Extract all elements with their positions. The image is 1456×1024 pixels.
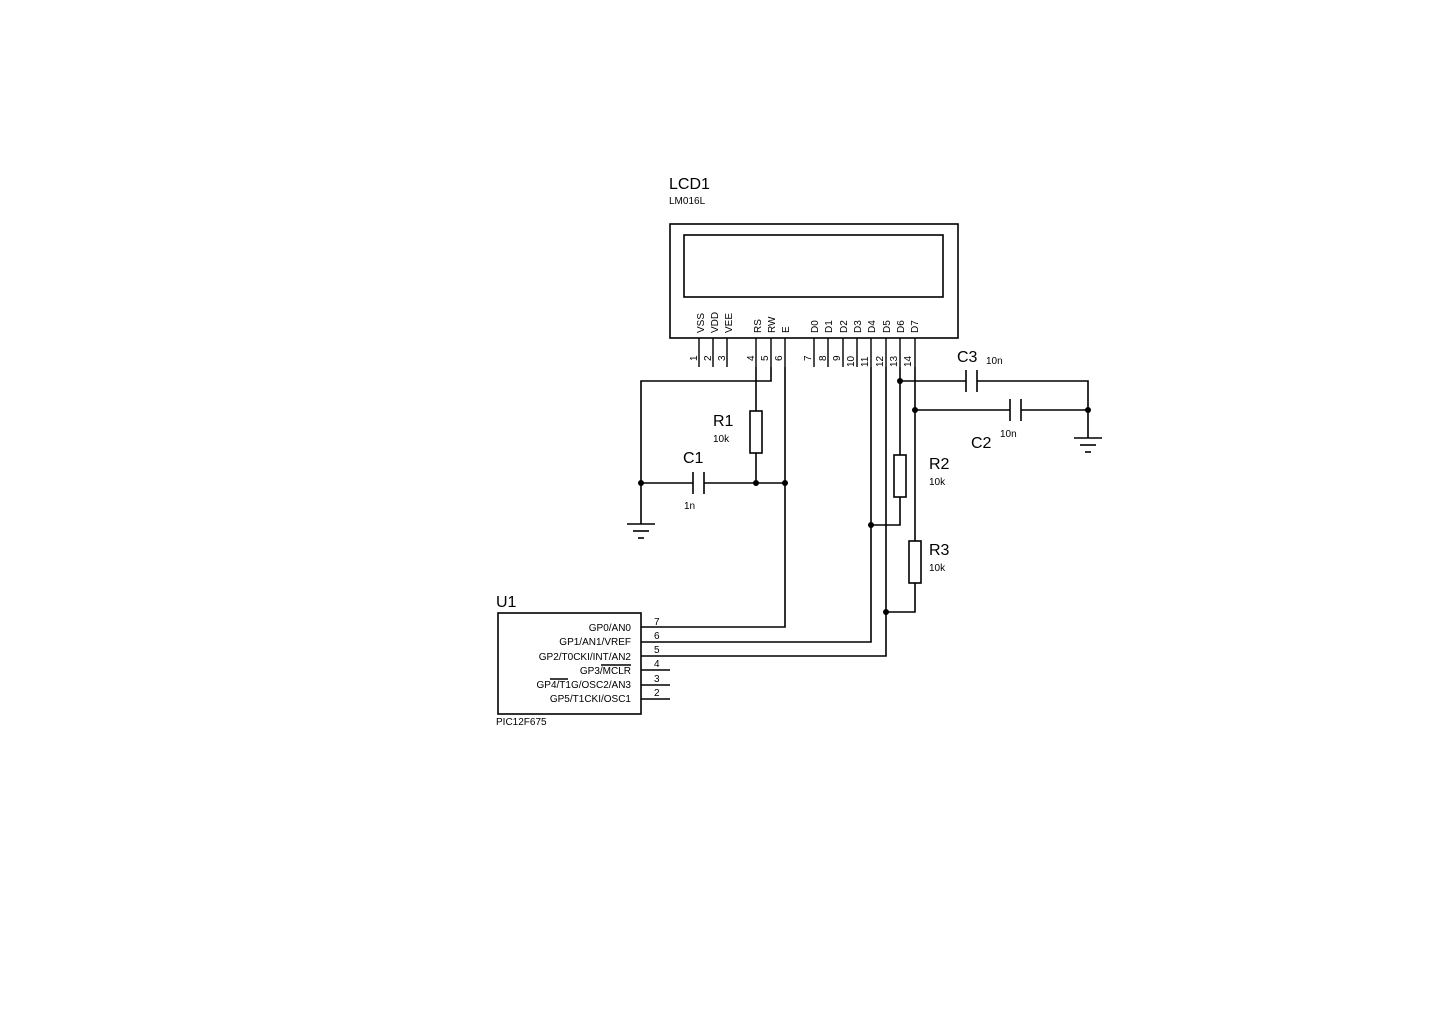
mcu-pin-number: 2 [654, 688, 660, 699]
ground-icon [1074, 437, 1102, 453]
c1-ref-label: C1 [683, 450, 704, 467]
lcd-value-label: LM016L [669, 196, 706, 207]
lcd-pin-number: 13 [889, 355, 900, 367]
mcu-pin-name: GP2/T0CKI/INT/AN2 [539, 652, 632, 663]
mcu-pin-name: GP0/AN0 [589, 623, 632, 634]
lcd-screen [683, 234, 944, 298]
resistor-r3: R3 10k [908, 540, 950, 584]
lcd-pin-number: 8 [818, 355, 829, 361]
wire-rw-ground [640, 367, 772, 524]
junction-dot [912, 407, 918, 413]
capacitor-c3: C3 10n [957, 349, 1003, 392]
mcu-pin-number: 4 [654, 659, 660, 670]
r3-ref-label: R3 [929, 542, 950, 559]
mcu-chip: U1 PIC12F675 GP0/AN0 GP1/AN1/VREF GP2/T0… [496, 594, 670, 728]
resistor-r1: R1 10k [713, 410, 763, 454]
lcd-pin-number: 14 [903, 355, 914, 367]
lcd-pin-name: D3 [853, 320, 864, 333]
lcd-pin-number: 1 [689, 355, 700, 361]
lcd-pin-name: D6 [896, 320, 907, 333]
junction-dot [1085, 407, 1091, 413]
c3-ref-label: C3 [957, 349, 978, 366]
lcd-pin-number: 7 [803, 355, 814, 361]
lcd-pin-name: VSS [696, 313, 707, 333]
mcu-pin-number: 7 [654, 617, 660, 628]
junction-dot [897, 378, 903, 384]
ground-icon [627, 523, 655, 539]
lcd-pin-name: VDD [710, 312, 721, 333]
lcd-pin-name: D2 [839, 320, 850, 333]
junction-dot [753, 480, 759, 486]
r3-value-label: 10k [929, 563, 946, 574]
mcu-value-label: PIC12F675 [496, 717, 547, 728]
mcu-ref-label: U1 [496, 594, 517, 611]
wire-d4-gp1 [670, 367, 872, 643]
junction-dot [638, 480, 644, 486]
mcu-pin-name: GP1/AN1/VREF [559, 637, 631, 648]
lcd-pin-number: 6 [774, 355, 785, 361]
junction-dot [868, 522, 874, 528]
lcd-pin-number: 10 [846, 355, 857, 367]
wire-c3-right [977, 380, 1089, 410]
capacitor-c2: C2 10n [971, 399, 1022, 452]
wire-c2-right [1021, 409, 1089, 438]
mcu-body [497, 612, 642, 715]
capacitor-c1: C1 1n [683, 450, 705, 512]
junctions [638, 378, 1091, 615]
lcd-module: LCD1 LM016L VSS VDD VEE RS RW E D0 D1 D2… [669, 176, 959, 367]
c3-value-label: 10n [986, 356, 1003, 367]
junction-dot [782, 480, 788, 486]
lcd-pin-number: 2 [703, 355, 714, 361]
lcd-pin-stubs [698, 338, 916, 367]
wire-r2-d4 [871, 497, 901, 526]
wire-d5-gp2 [670, 367, 887, 657]
lcd-pin-name: RS [753, 319, 764, 333]
mcu-pin-number: 3 [654, 674, 660, 685]
lcd-pin-name: D7 [910, 320, 921, 333]
mcu-pin-name: GP4/T1G/OSC2/AN3 [537, 680, 632, 691]
r1-ref-label: R1 [713, 413, 734, 430]
wires [640, 367, 1089, 657]
lcd-ref-label: LCD1 [669, 176, 710, 193]
wire-e-gp0 [670, 367, 786, 628]
lcd-pin-name: D5 [882, 320, 893, 333]
lcd-pin-name: D1 [824, 320, 835, 333]
c2-value-label: 10n [1000, 429, 1017, 440]
lcd-pin-number: 12 [875, 355, 886, 367]
lcd-pin-number: 4 [746, 355, 757, 361]
lcd-pin-name: D0 [810, 320, 821, 333]
wire-r3-d5 [886, 583, 916, 613]
mcu-pin-name: GP5/T1CKI/OSC1 [550, 694, 632, 705]
lcd-pin-number: 3 [717, 355, 728, 361]
r2-value-label: 10k [929, 477, 946, 488]
c2-ref-label: C2 [971, 435, 992, 452]
lcd-pin-number: 9 [832, 355, 843, 361]
lcd-pin-name: VEE [724, 313, 735, 333]
junction-dot [883, 609, 889, 615]
lcd-pin-name: D4 [867, 320, 878, 333]
resistor-r2: R2 10k [893, 454, 950, 498]
r1-value-label: 10k [713, 434, 730, 445]
lcd-pin-name: RW [767, 316, 778, 333]
mcu-pin-number: 5 [654, 645, 660, 656]
lcd-pin-name: E [781, 326, 792, 333]
r2-ref-label: R2 [929, 456, 950, 473]
c1-value-label: 1n [684, 501, 695, 512]
lcd-pin-number: 11 [860, 356, 871, 367]
lcd-pin-number: 5 [760, 355, 771, 361]
mcu-pin-number: 6 [654, 631, 660, 642]
mcu-pin-name: GP3/MCLR [580, 666, 631, 677]
